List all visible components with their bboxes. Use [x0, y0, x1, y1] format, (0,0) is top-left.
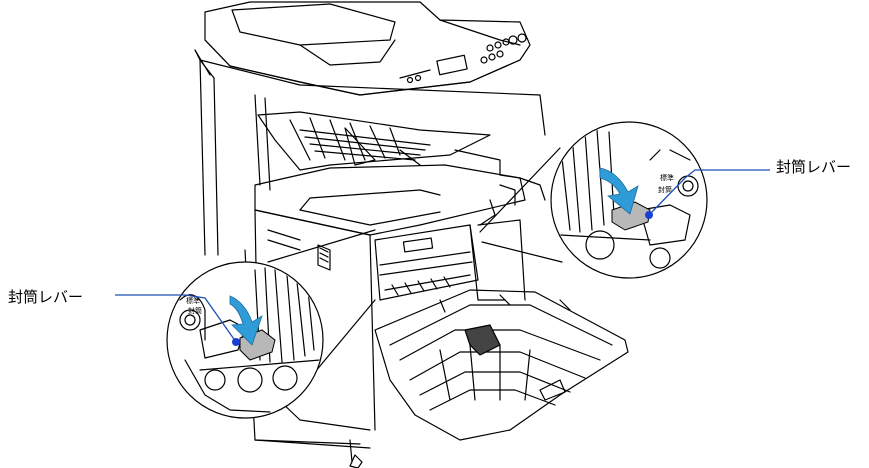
- output-tray: [258, 112, 490, 170]
- open-front-cover: [375, 290, 628, 440]
- leader-dot-right: [645, 211, 653, 219]
- envelope-lever-label-left: 封筒レバー: [8, 286, 83, 307]
- leader-dot-left: [232, 338, 240, 346]
- lever-mark-standard-right: 標準: [660, 173, 674, 182]
- scanner-unit: [205, 2, 530, 95]
- envelope-lever-label-right: 封筒レバー: [776, 156, 851, 177]
- lever-mark-envelope-left: 封筒: [188, 306, 202, 315]
